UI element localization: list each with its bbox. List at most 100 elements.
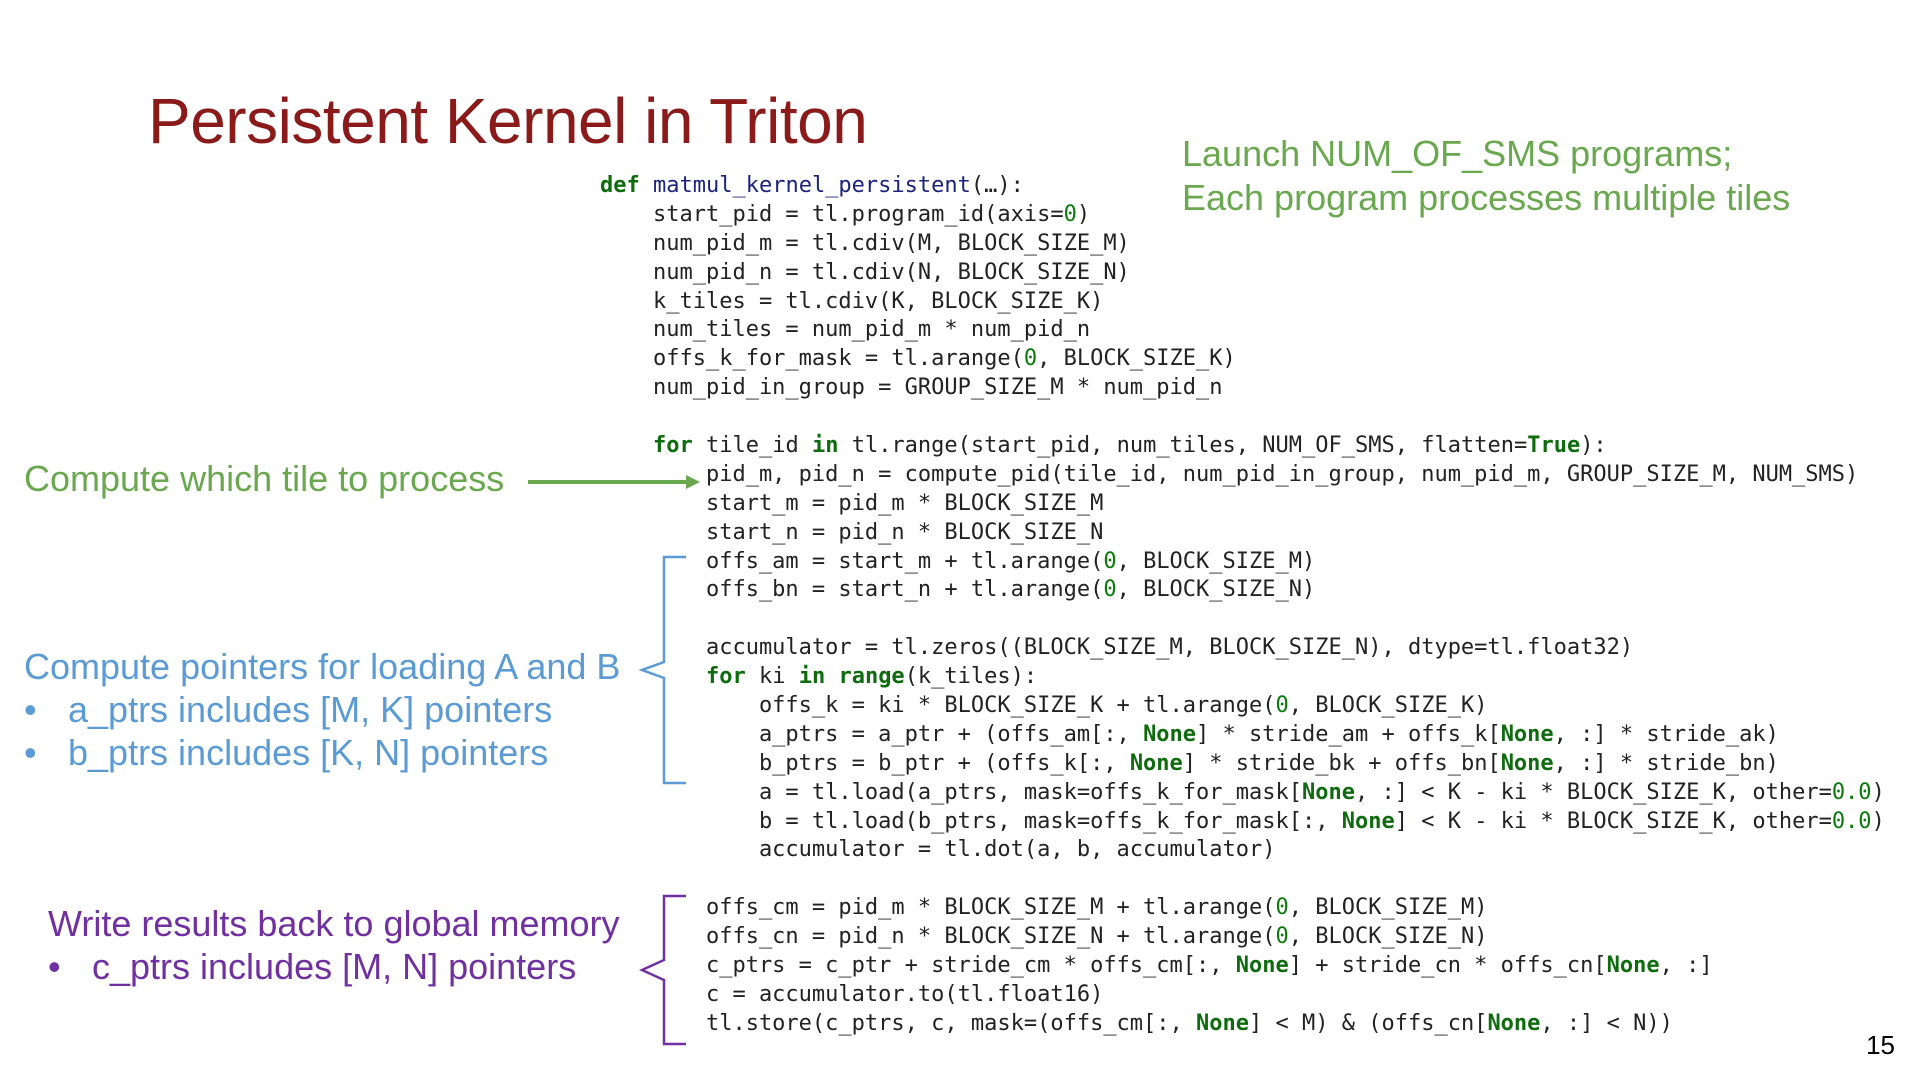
code-token: , BLOCK_SIZE_M): [1288, 895, 1488, 921]
code-line: offs_am = start_m + tl.arange(0, BLOCK_S…: [600, 548, 1885, 577]
code-line: tl.store(c_ptrs, c, mask=(offs_cm[:, Non…: [600, 1010, 1885, 1039]
code-token: in: [798, 664, 826, 690]
code-token: ): [1076, 201, 1091, 227]
code-token: num_pid_m = tl.cdiv(M, BLOCK_SIZE_M): [600, 230, 1130, 256]
code-token: num_tiles = num_pid_m * num_pid_n: [600, 317, 1091, 343]
code-token: offs_am = start_m + tl.arange(: [600, 548, 1104, 574]
code-line: a = tl.load(a_ptrs, mask=offs_k_for_mask…: [600, 779, 1885, 808]
write-heading: Write results back to global memory: [48, 903, 620, 944]
code-token: ] * stride_am + offs_k[: [1196, 721, 1501, 747]
code-line: offs_cm = pid_m * BLOCK_SIZE_M + tl.aran…: [600, 894, 1885, 923]
code-line: num_tiles = num_pid_m * num_pid_n: [600, 316, 1885, 345]
code-token: offs_k_for_mask = tl.arange(: [600, 346, 1024, 372]
launch-note-line1: Launch NUM_OF_SMS programs;: [1182, 133, 1733, 174]
pointers-bullet-2-text: b_ptrs includes [K, N] pointers: [68, 732, 549, 773]
code-line: k_tiles = tl.cdiv(K, BLOCK_SIZE_K): [600, 288, 1885, 317]
code-token: def: [600, 173, 640, 198]
code-line: accumulator = tl.zeros((BLOCK_SIZE_M, BL…: [600, 634, 1885, 663]
code-token: num_pid_in_group = GROUP_SIZE_M * num_pi…: [600, 375, 1223, 401]
pointers-bullet-1: •a_ptrs includes [M, K] pointers: [24, 688, 620, 731]
code-token: ):: [1580, 433, 1607, 459]
code-token: offs_bn = start_n + tl.arange(: [600, 577, 1104, 603]
code-line: offs_bn = start_n + tl.arange(0, BLOCK_S…: [600, 576, 1885, 605]
code-line: accumulator = tl.dot(a, b, accumulator): [600, 836, 1885, 865]
code-token: , :] * stride_bn): [1553, 750, 1779, 776]
code-line: offs_k = ki * BLOCK_SIZE_K + tl.arange(0…: [600, 692, 1885, 721]
pointers-note: Compute pointers for loading A and B •a_…: [24, 645, 620, 774]
code-token: (k_tiles):: [904, 664, 1038, 690]
code-token: tl.range(start_pid, num_tiles, NUM_OF_SM…: [838, 433, 1528, 459]
code-token: a = tl.load(a_ptrs, mask=offs_k_for_mask…: [600, 779, 1302, 805]
code-token: for: [652, 433, 693, 459]
pointers-heading: Compute pointers for loading A and B: [24, 646, 621, 687]
code-token: num_pid_n = tl.cdiv(N, BLOCK_SIZE_N): [600, 259, 1130, 285]
code-token: c_ptrs = c_ptr + stride_cm * offs_cm[:,: [600, 953, 1236, 979]
code-token: , BLOCK_SIZE_K): [1037, 346, 1236, 372]
code-token: pid_m, pid_n = compute_pid(tile_id, num_…: [600, 461, 1859, 487]
code-token: matmul_kernel_persistent: [653, 173, 971, 198]
code-token: k_tiles = tl.cdiv(K, BLOCK_SIZE_K): [600, 288, 1104, 314]
code-token: None: [1302, 779, 1355, 805]
code-token: for: [705, 664, 746, 690]
code-line: c_ptrs = c_ptr + stride_cm * offs_cm[:, …: [600, 952, 1885, 981]
code-token: 0: [1275, 693, 1289, 719]
code-token: , BLOCK_SIZE_N): [1116, 577, 1316, 603]
code-token: start_pid = tl.program_id(axis=: [600, 201, 1064, 227]
code-token: None: [1143, 721, 1197, 747]
code-token: None: [1606, 953, 1660, 979]
code-line: offs_k_for_mask = tl.arange(0, BLOCK_SIZ…: [600, 345, 1885, 374]
code-line: start_m = pid_m * BLOCK_SIZE_M: [600, 490, 1885, 519]
code-token: 0: [1103, 577, 1117, 603]
write-bullet-1-text: c_ptrs includes [M, N] pointers: [92, 946, 577, 987]
code-token: None: [1487, 1010, 1541, 1036]
code-token: ] + stride_cn * offs_cn[: [1288, 953, 1607, 979]
code-line: num_pid_n = tl.cdiv(N, BLOCK_SIZE_N): [600, 259, 1885, 288]
bullet-icon: •: [24, 732, 37, 773]
code-token: ] < K - ki * BLOCK_SIZE_K, other=: [1394, 808, 1832, 834]
code-token: in: [811, 433, 839, 459]
code-token: start_m = pid_m * BLOCK_SIZE_M: [600, 490, 1104, 516]
code-token: b_ptrs = b_ptr + (offs_k[:,: [600, 750, 1130, 776]
code-token: tile_id: [692, 433, 812, 459]
code-line: start_n = pid_n * BLOCK_SIZE_N: [600, 519, 1885, 548]
code-line: [600, 605, 1885, 634]
code-token: 0: [1063, 201, 1077, 227]
code-token: tl.store(c_ptrs, c, mask=(offs_cm[:,: [600, 1010, 1197, 1036]
slide-title: Persistent Kernel in Triton: [148, 85, 868, 157]
code-token: ] < M) & (offs_cn[: [1249, 1010, 1488, 1036]
code-line: offs_cn = pid_n * BLOCK_SIZE_N + tl.aran…: [600, 923, 1885, 952]
code-token: ] * stride_bk + offs_bn[: [1182, 750, 1501, 776]
code-token: ki: [745, 664, 799, 690]
code-token: None: [1129, 750, 1183, 776]
code-token: , :] < N)): [1540, 1010, 1673, 1036]
code-line: c = accumulator.to(tl.float16): [600, 981, 1885, 1010]
bullet-icon: •: [48, 946, 61, 987]
code-line: [600, 865, 1885, 894]
code-token: [825, 664, 838, 689]
code-token: start_n = pid_n * BLOCK_SIZE_N: [600, 519, 1104, 545]
code-line: for tile_id in tl.range(start_pid, num_t…: [600, 432, 1885, 461]
code-token: None: [1500, 750, 1554, 776]
code-token: range: [838, 664, 905, 690]
code-token: (…):: [970, 173, 1024, 198]
code-token: 0.0: [1831, 779, 1872, 805]
pointers-bullet-1-text: a_ptrs includes [M, K] pointers: [68, 689, 553, 730]
code-token: , :] * stride_ak): [1553, 721, 1779, 747]
write-bullet-1: • c_ptrs includes [M, N] pointers: [48, 945, 620, 988]
code-token: 0: [1275, 895, 1289, 921]
compute-tile-note: Compute which tile to process: [24, 458, 505, 499]
code-token: True: [1527, 433, 1581, 459]
code-token: ): [1871, 779, 1885, 805]
pointers-bullet-2: • b_ptrs includes [K, N] pointers: [24, 731, 620, 774]
code-token: accumulator = tl.zeros((BLOCK_SIZE_M, BL…: [600, 635, 1634, 661]
code-block: def matmul_kernel_persistent(…): start_p…: [600, 172, 1885, 1039]
code-line: for ki in range(k_tiles):: [600, 663, 1885, 692]
code-token: 0: [1103, 548, 1117, 574]
code-token: None: [1235, 953, 1289, 979]
code-token: offs_cm = pid_m * BLOCK_SIZE_M + tl.aran…: [600, 895, 1276, 921]
code-line: b = tl.load(b_ptrs, mask=offs_k_for_mask…: [600, 808, 1885, 837]
code-token: None: [1341, 808, 1395, 834]
code-token: [600, 433, 653, 458]
code-token: ): [1871, 808, 1885, 834]
code-token: , :] < K - ki * BLOCK_SIZE_K, other=: [1354, 779, 1832, 805]
